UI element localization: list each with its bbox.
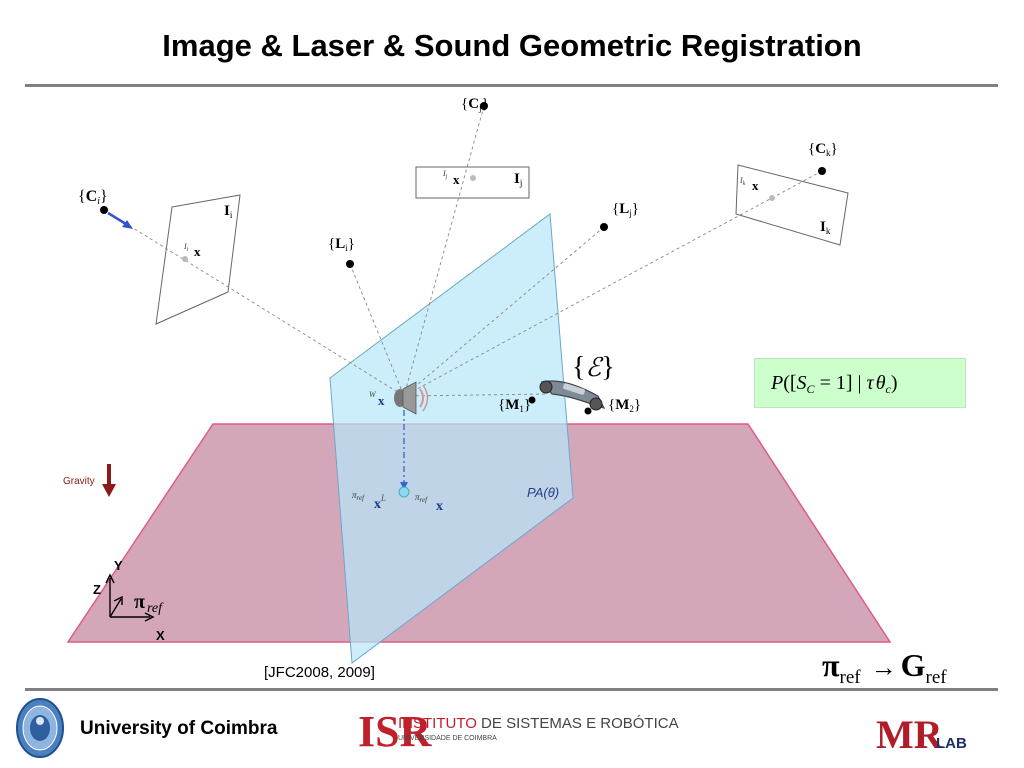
image-point-k-x: x [752,178,759,193]
image-point-j-x: x [453,172,460,187]
sound-set-label: {ℰ} [572,352,615,383]
microphone-2-point [584,407,592,415]
coordinate-axes-icon [105,573,155,622]
microphone-2-label: {M2} [608,397,641,414]
image-point-j-prefix: Ij [442,169,448,180]
camera-center-k [818,167,826,175]
plane-parameter-label: PA(θ) [527,485,559,500]
world-point-x: x [378,393,385,408]
laser-i-label: {Li} [328,236,355,253]
vertical-plane [329,213,574,664]
image-point-i-x: x [194,244,201,259]
projection-point-i [182,256,188,262]
image-i-label: Ii [224,203,233,220]
laser-center-i [346,260,354,268]
world-point-prefix: W [369,390,377,399]
mrl-mark: MR [876,712,944,754]
axis-x-label: X [156,628,165,643]
university-seal-icon [16,698,64,758]
microphone-1-point [528,396,536,404]
projection-point-j [470,175,476,181]
camera-i-label: {Ci} [78,188,108,207]
image-plane-k [735,164,849,246]
camera-k-label: {Ck} [808,141,838,158]
ground-point-x: x [436,499,443,514]
image-k-label: Ik [820,219,831,236]
microphone-array-icon [539,380,606,411]
camera-direction-arrowhead [122,220,133,229]
camera-j-label: {Cj} [461,96,489,113]
bottom-divider [25,688,998,691]
image-point-i-prefix: Ii [183,242,189,253]
camera-center-i [100,206,108,214]
laser-center-j [600,223,608,231]
top-divider [25,84,998,87]
axis-z-label: Z [93,582,101,597]
projection-point-k [769,195,775,201]
mrl-suffix: LAB [936,735,967,752]
ground-laser-point-x: xL [374,493,386,512]
isr-mark: ISR [358,707,433,756]
image-plane-j [415,166,530,199]
mapping-expression: πref→Gref [822,647,947,688]
image-plane-i [155,194,241,325]
svg-text:P([SC = 1] | τθc): P([SC = 1] | τθc) [770,372,898,396]
ground-projection-point [398,486,410,498]
microphone-1-label: {M1} [498,397,531,414]
institute-main-text: INSTITUTO DE SISTEMAS E ROBÓTICA [398,715,679,732]
ground-point-prefix: πref [415,492,428,504]
slide-title: Image & Laser & Sound Geometric Registra… [162,28,862,63]
laser-j-label: {Lj} [612,201,639,218]
mrl-logo-icon: MR LAB [876,712,967,754]
image-point-k-prefix: Ik [739,176,746,187]
university-name: University of Coimbra [80,718,278,739]
camera-direction-line [107,211,127,226]
ground-laser-point-prefix: πref [352,490,365,502]
isr-logo-icon: ISR INSTITUTO DE SISTEMAS E ROBÓTICA UNI… [358,707,679,756]
camera-center-j [480,102,488,110]
institute-sub-text: UNIVERSIDADE DE COIMBRA [398,735,497,742]
axis-y-label: Y [114,558,123,573]
gravity-arrow-icon [102,464,116,497]
vertical-projection-arrowhead [400,482,408,490]
gravity-label: Gravity [63,476,95,487]
image-j-label: Ij [514,171,522,188]
citation: [JFC2008, 2009] [264,664,375,681]
speaker-icon [394,381,429,415]
